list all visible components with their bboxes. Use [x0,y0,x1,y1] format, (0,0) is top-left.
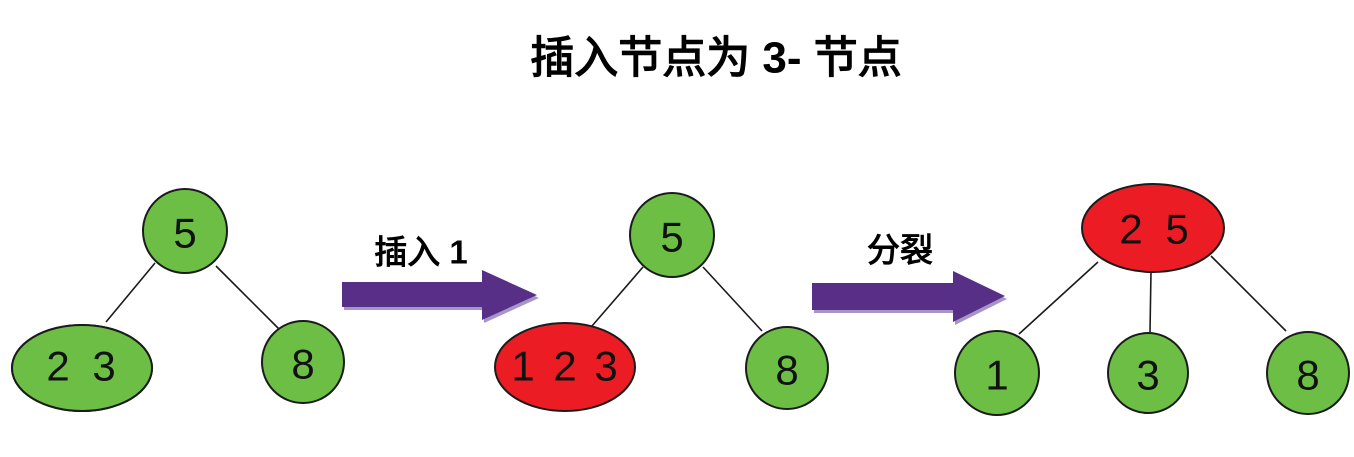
tree1-left-key-2: 3 [92,343,115,390]
tree1-right-node [261,320,345,404]
tree-after-split: 2 5 1 3 8 [954,183,1350,416]
arrow-insert-shape [342,270,537,320]
tree2-right-key: 8 [775,347,798,394]
tree3-middle-key: 3 [1136,352,1159,399]
tree2-left-key-1: 1 [511,343,534,390]
arrow-insert: 插入 1 [342,234,539,323]
tree1-right-key: 8 [291,341,314,388]
tree2-left-key-2: 2 [553,343,576,390]
tree2-root-key: 5 [660,214,683,261]
tree3-root-key-2: 5 [1165,206,1188,253]
arrow-split-label: 分裂 [867,232,933,269]
tree3-right-node [1266,331,1350,415]
edge-root-to-right [1210,255,1287,332]
arrow-split-shape [812,271,1005,322]
edge-root-to-middle [1149,270,1152,333]
arrow-split: 分裂 [812,232,1007,325]
tree2-left-node [494,322,636,412]
tree3-middle-node [1107,332,1189,414]
edge-root-to-right [702,266,763,332]
tree2-left-key-3: 3 [594,343,617,390]
tree3-root-node [1081,183,1225,273]
tree3-right-key: 8 [1296,352,1319,399]
tree3-left-node [954,330,1040,416]
tree1-root-key: 5 [173,210,196,257]
edge-root-to-left [1018,261,1099,335]
tree1-root-node [142,188,228,274]
tree3-root-key-1: 2 [1119,206,1142,253]
edge-root-to-left [105,262,156,323]
tree3-left-key: 1 [985,352,1008,399]
arrow-insert-label: 插入 1 [374,234,468,271]
tree1-left-node-fill [11,324,153,412]
tree2-right-node [745,326,829,410]
tree-after-insert: 5 1 2 3 8 [494,192,829,412]
tree2-root-node [629,192,715,278]
page-title: 插入节点为 3- 节点 [530,34,902,83]
tree1-left-key-1: 2 [46,343,69,390]
edge-root-to-left [591,266,644,327]
tree-before-insert: 5 2 3 8 [11,188,345,412]
edge-root-to-right [215,265,281,331]
